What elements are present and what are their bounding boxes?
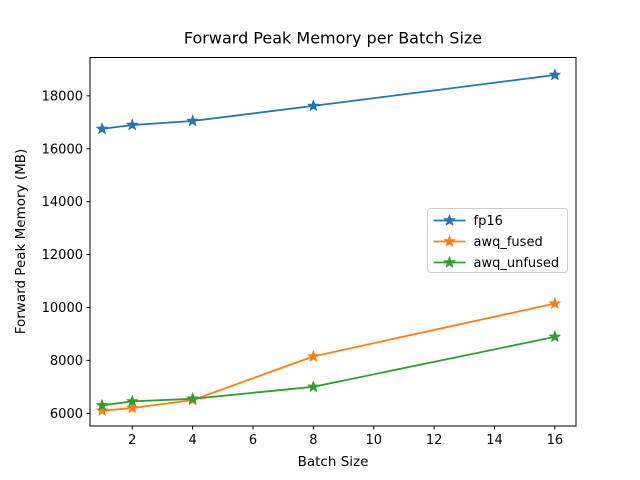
y-tick-label: 16000 [42, 142, 83, 157]
series-marker-awq_fused [307, 350, 320, 362]
x-tick-label: 8 [309, 433, 317, 448]
series-marker-awq_fused [548, 297, 561, 309]
series-line-fp16 [101, 74, 556, 130]
x-tick-label: 16 [547, 433, 564, 448]
series-marker-awq_unfused [96, 399, 108, 411]
y-tick-label: 10000 [42, 301, 83, 316]
series-line-awq_unfused [101, 336, 556, 407]
legend-marker-fp16 [443, 214, 456, 226]
plot-frame [89, 57, 577, 427]
x-tick-label: 2 [128, 433, 136, 448]
x-tick-label: 6 [249, 433, 257, 448]
series-marker-awq_unfused [126, 395, 139, 407]
series-marker-awq_fused [126, 401, 139, 414]
legend: fp16 awq_fused awq_unfused [427, 208, 568, 273]
legend-box [427, 208, 568, 273]
chart-title: Forward Peak Memory per Batch Size [184, 29, 482, 48]
y-tick-label: 8000 [50, 354, 83, 369]
series-marker-awq_fused [96, 404, 108, 416]
x-tick-label: 4 [188, 433, 196, 448]
y-tick-label: 18000 [42, 89, 83, 104]
series-marker-awq_unfused [186, 392, 199, 404]
series-marker-awq_unfused [548, 330, 561, 342]
series-line-awq_fused [102, 302, 556, 412]
y-tick-label: 14000 [42, 195, 83, 210]
x-tick-label: 10 [365, 433, 382, 448]
series-marker-fp16 [126, 118, 139, 131]
legend-label-awq_unfused: awq_unfused [474, 256, 560, 271]
legend-marker-awq_fused [443, 235, 456, 247]
series-marker-fp16 [307, 99, 320, 111]
y-axis-label: Forward Peak Memory (MB) [13, 149, 29, 335]
y-tick-label: 12000 [42, 248, 83, 263]
plot-series [96, 68, 561, 416]
y-axis-ticks: 6000 8000 10000 12000 14000 16000 18000 [42, 89, 90, 422]
x-axis-label: Batch Size [298, 454, 369, 470]
x-tick-label: 12 [426, 433, 443, 448]
x-axis-ticks: 2 4 6 8 10 12 14 16 [128, 426, 563, 448]
legend-label-fp16: fp16 [474, 214, 503, 229]
y-tick-label: 6000 [50, 407, 83, 422]
series-marker-fp16 [186, 114, 199, 127]
legend-marker-awq_unfused [443, 256, 456, 268]
series-marker-awq_unfused [307, 380, 320, 392]
legend-label-awq_fused: awq_fused [474, 235, 543, 250]
x-tick-label: 14 [486, 433, 503, 448]
series-marker-fp16 [548, 68, 561, 81]
series-marker-fp16 [96, 122, 108, 135]
